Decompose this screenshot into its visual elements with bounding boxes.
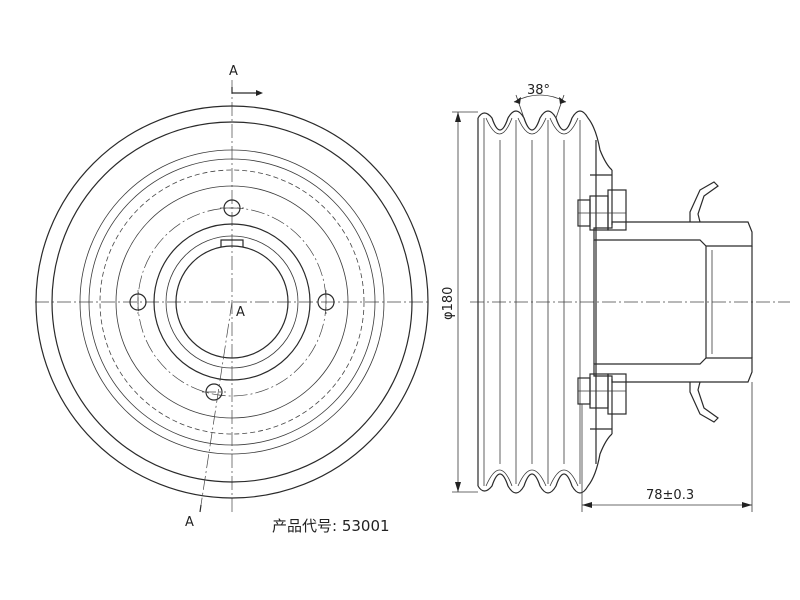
rim-profile-bottom [477,433,613,494]
outer-rim-circle [35,105,429,499]
hub-outer-circle [153,223,311,381]
section-line-lower [200,301,233,506]
groove-circle-2 [88,158,376,446]
section-label-center: A [236,305,245,320]
bolt-bottom [577,373,627,415]
web-circle [115,185,349,419]
hub-inner-circle [165,235,299,369]
side-section-view: 38° φ180 78±0.3 [441,83,790,512]
angle-dimension: 38° [513,83,567,119]
bore-circle [175,245,289,359]
width-label: 78±0.3 [646,488,694,503]
rim-inner-circle [51,121,413,483]
section-label-bottom: A [185,515,194,530]
hub-wall-top [593,221,753,247]
bolt-top [577,189,627,231]
angle-label: 38° [527,83,550,98]
diameter-label: φ180 [441,287,456,320]
hub-section [593,221,753,383]
section-cut-line: A A A [185,64,263,530]
hub-wall-bottom [593,357,753,383]
section-arrow-top [231,87,256,94]
diameter-dimension: φ180 [441,111,478,493]
product-code: 产品代号: 53001 [272,517,390,535]
flange-bottom [689,381,719,423]
groove-circle-1 [79,149,385,455]
keyway [220,239,244,247]
rim-profile-top [477,110,613,171]
bolt-holes [129,199,335,401]
hidden-circle [99,169,365,435]
section-label-top: A [229,64,238,79]
width-dimension: 78±0.3 [581,382,753,512]
front-view: A A A [35,64,430,530]
flange-top [689,181,719,223]
